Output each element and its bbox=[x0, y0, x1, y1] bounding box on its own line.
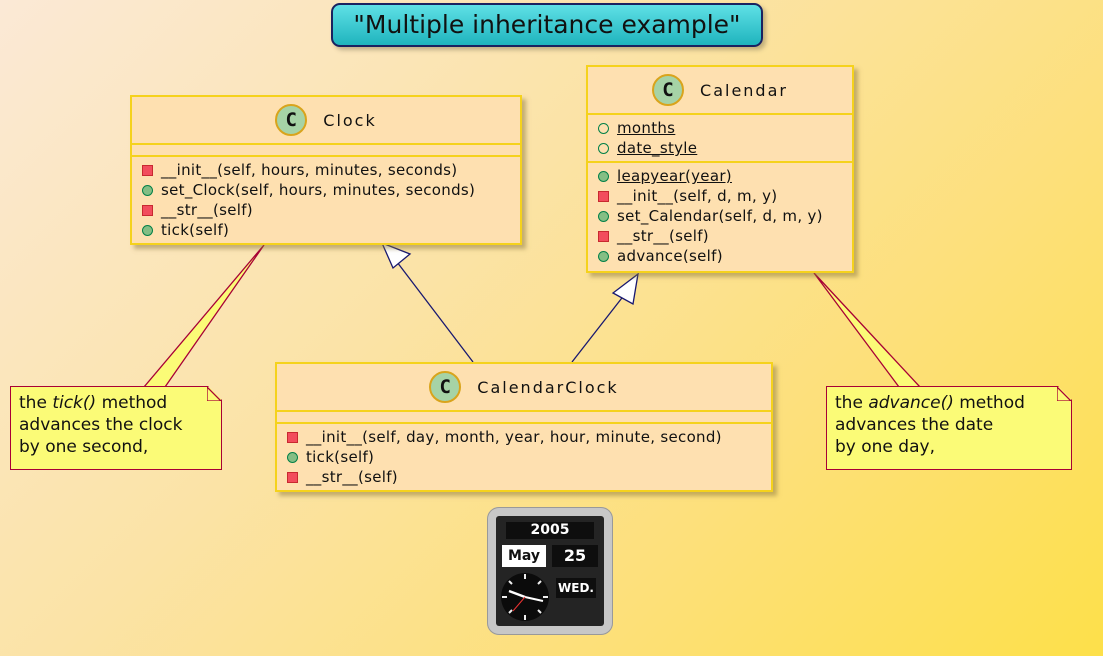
public-field-icon bbox=[598, 122, 609, 134]
class-calendar-name: Calendar bbox=[700, 80, 788, 100]
note-line: advances the clock bbox=[19, 415, 183, 435]
clock-month: May bbox=[502, 545, 546, 567]
inheritance-line-clock bbox=[396, 261, 474, 363]
note-fold-corner bbox=[1057, 387, 1071, 401]
public-field-icon bbox=[598, 142, 609, 154]
inheritance-line-calendar bbox=[571, 293, 626, 363]
class-calendar-fields: months date_style bbox=[588, 115, 852, 163]
note-connector-left bbox=[142, 244, 265, 388]
method-row: set_Clock(self, hours, minutes, seconds) bbox=[142, 180, 520, 200]
class-calendarclock-fields bbox=[277, 412, 771, 424]
public-method-icon bbox=[598, 250, 609, 262]
clock-weekday: WED. bbox=[556, 578, 596, 598]
public-method-icon bbox=[287, 451, 298, 463]
method-row: __init__(self, d, m, y) bbox=[598, 186, 852, 206]
inheritance-arrowhead-clock bbox=[380, 241, 412, 270]
private-method-icon bbox=[142, 204, 153, 216]
diagram-title: "Multiple inheritance example" bbox=[331, 3, 763, 47]
class-stereotype-icon: C bbox=[429, 371, 462, 403]
inheritance-arrowhead-calendar bbox=[611, 272, 639, 306]
field-row: months bbox=[598, 118, 852, 138]
note-tick: the tick() method advances the clock by … bbox=[10, 386, 222, 470]
note-line: by one day, bbox=[835, 437, 935, 457]
note-line: advances the date bbox=[835, 415, 994, 435]
class-clock-name: Clock bbox=[323, 110, 377, 130]
clock-year: 2005 bbox=[506, 522, 594, 539]
public-method-icon bbox=[598, 210, 609, 222]
method-row: tick(self) bbox=[142, 220, 520, 240]
class-calendar[interactable]: C Calendar months date_style leapyear(ye… bbox=[586, 65, 854, 273]
method-row: leapyear(year) bbox=[598, 166, 852, 186]
class-clock-methods: __init__(self, hours, minutes, seconds) … bbox=[132, 157, 520, 243]
class-clock-header: C Clock bbox=[132, 97, 520, 145]
method-row: __str__(self) bbox=[598, 226, 852, 246]
method-row: __init__(self, hours, minutes, seconds) bbox=[142, 160, 520, 180]
class-calendarclock[interactable]: C CalendarClock __init__(self, day, mont… bbox=[275, 362, 773, 492]
class-calendar-methods: leapyear(year) __init__(self, d, m, y) s… bbox=[588, 163, 852, 269]
method-row: __init__(self, day, month, year, hour, m… bbox=[287, 427, 771, 447]
public-method-icon bbox=[142, 184, 153, 196]
note-advance: the advance() method advances the date b… bbox=[826, 386, 1072, 470]
flip-clock-image: 2005 May 25 WED. bbox=[487, 507, 613, 635]
class-clock[interactable]: C Clock __init__(self, hours, minutes, s… bbox=[130, 95, 522, 245]
note-line: the tick() method bbox=[19, 393, 168, 413]
method-row: set_Calendar(self, d, m, y) bbox=[598, 206, 852, 226]
class-calendarclock-name: CalendarClock bbox=[477, 377, 619, 397]
method-row: advance(self) bbox=[598, 246, 852, 266]
flip-clock-face: 2005 May 25 WED. bbox=[496, 516, 604, 626]
method-row: __str__(self) bbox=[142, 200, 520, 220]
private-method-icon bbox=[142, 164, 153, 176]
method-row: __str__(self) bbox=[287, 467, 771, 487]
private-method-icon bbox=[287, 431, 298, 443]
note-fold-corner bbox=[207, 387, 221, 401]
note-line: the advance() method bbox=[835, 393, 1025, 413]
private-method-icon bbox=[287, 471, 298, 483]
public-method-icon bbox=[598, 170, 609, 182]
class-clock-fields bbox=[132, 145, 520, 157]
class-calendar-header: C Calendar bbox=[588, 67, 852, 115]
note-connector-right bbox=[813, 272, 922, 388]
method-row: tick(self) bbox=[287, 447, 771, 467]
field-row: date_style bbox=[598, 138, 852, 158]
class-calendarclock-methods: __init__(self, day, month, year, hour, m… bbox=[277, 424, 771, 490]
class-stereotype-icon: C bbox=[275, 104, 308, 136]
note-line: by one second, bbox=[19, 437, 149, 457]
public-method-icon bbox=[142, 224, 153, 236]
class-calendarclock-header: C CalendarClock bbox=[277, 364, 771, 412]
private-method-icon bbox=[598, 190, 609, 202]
clock-day: 25 bbox=[552, 545, 598, 567]
analog-clock-icon bbox=[501, 573, 549, 621]
private-method-icon bbox=[598, 230, 609, 242]
class-stereotype-icon: C bbox=[652, 74, 685, 106]
